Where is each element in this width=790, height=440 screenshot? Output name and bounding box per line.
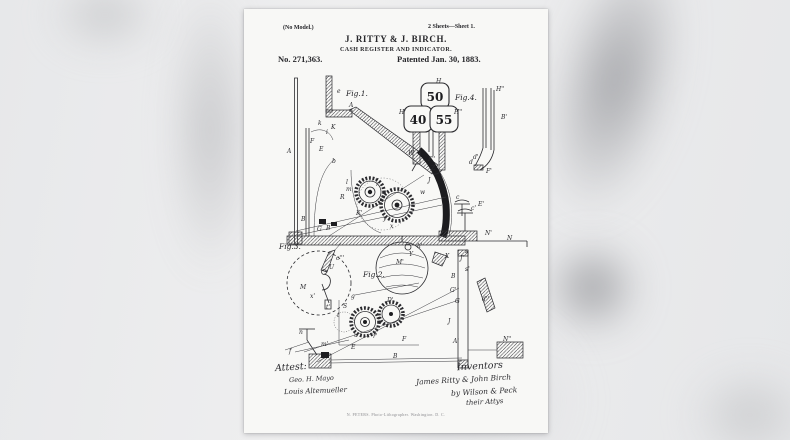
figure-4-drawing bbox=[474, 88, 494, 170]
figure-label-Fig.3.: Fig.3. bbox=[278, 242, 301, 251]
part-label-H'': H'' bbox=[495, 86, 505, 93]
tablet-value-40: 40 bbox=[410, 113, 427, 127]
background-shadow-blob bbox=[50, 0, 160, 50]
part-label-Y: Y bbox=[409, 251, 414, 258]
part-label-b: b bbox=[332, 158, 336, 165]
part-label-g: g bbox=[351, 293, 355, 300]
part-label-s': s' bbox=[465, 266, 470, 273]
part-label-G: G bbox=[317, 226, 322, 233]
part-label-Z: Z bbox=[430, 165, 436, 172]
part-label-h': h' bbox=[417, 243, 423, 250]
part-label-r: r bbox=[376, 181, 380, 188]
no-model-note: (No Model.) bbox=[283, 25, 314, 31]
part-label-J: J bbox=[426, 177, 431, 184]
part-label-i: i bbox=[326, 129, 328, 136]
part-label-E: E bbox=[318, 146, 324, 153]
part-label-d: d bbox=[469, 159, 473, 166]
printer-credit-line: N. PETERS. Photo-Lithographer. Washingto… bbox=[346, 412, 446, 417]
part-label-E: E bbox=[350, 344, 356, 351]
background-shadow-blob bbox=[522, 0, 708, 231]
figure-label-Fig.1.: Fig.1. bbox=[345, 89, 368, 98]
patent-number: No. 271,363. bbox=[278, 54, 323, 64]
part-label-A: A bbox=[348, 102, 354, 109]
attest-label: Attest: bbox=[274, 360, 308, 375]
part-label-c': c' bbox=[471, 205, 476, 212]
inventors-title: J. RITTY & J. BIRCH. bbox=[345, 34, 447, 44]
tablet-value-55: 55 bbox=[436, 113, 453, 127]
part-label-F': F' bbox=[485, 168, 492, 175]
part-label-N'': N'' bbox=[502, 336, 512, 343]
sheet-info: 2 Sheets—Sheet 1. bbox=[428, 24, 475, 30]
part-label-B': B' bbox=[500, 114, 507, 121]
part-label-G': G' bbox=[450, 287, 457, 294]
figure-label-Fig.4.: Fig.4. bbox=[454, 93, 477, 102]
part-label-F: F bbox=[401, 336, 407, 343]
part-label-s: s bbox=[465, 248, 468, 255]
tablet-value-50: 50 bbox=[427, 90, 444, 104]
part-label-A: A bbox=[286, 148, 292, 155]
part-label-F'': F'' bbox=[427, 156, 436, 163]
part-label-J': J' bbox=[458, 255, 464, 262]
part-label-k: k bbox=[318, 120, 322, 127]
part-label-H'': H'' bbox=[453, 109, 463, 116]
part-label-H: H bbox=[435, 78, 442, 85]
part-label-X: X bbox=[444, 253, 450, 260]
part-label-S: S bbox=[343, 303, 347, 310]
part-label-M': M' bbox=[395, 259, 404, 266]
part-label-l: l bbox=[346, 179, 348, 186]
part-label-J: J bbox=[446, 318, 451, 325]
part-label-t': t' bbox=[326, 304, 330, 311]
part-label-K: K bbox=[330, 124, 336, 131]
part-label-e: e bbox=[337, 88, 341, 95]
indicator-tablets: 50 40 55 bbox=[404, 83, 458, 174]
patent-drawing: 50 40 55 bbox=[278, 9, 548, 433]
part-label-M: M bbox=[299, 284, 307, 291]
part-label-B: B bbox=[325, 225, 331, 232]
figure-3-drawing bbox=[287, 243, 351, 315]
part-label-R: R bbox=[339, 194, 345, 201]
part-label-y: y bbox=[382, 215, 387, 222]
part-label-d': d' bbox=[473, 154, 479, 161]
part-label-x: x bbox=[390, 223, 394, 230]
part-label-U: U bbox=[329, 264, 335, 271]
part-label-G: G bbox=[455, 298, 460, 305]
part-label-H': H' bbox=[398, 109, 406, 116]
part-label-m': m' bbox=[321, 341, 329, 348]
part-label-c''': c''' bbox=[336, 255, 345, 262]
background-shadow-blob bbox=[690, 370, 790, 440]
patent-page: (No Model.) 2 Sheets—Sheet 1. J. RITTY &… bbox=[244, 9, 548, 433]
part-label-B: B bbox=[300, 216, 306, 223]
part-label-W: W bbox=[408, 150, 415, 157]
part-label-E': E' bbox=[477, 201, 484, 208]
part-label-N: N bbox=[506, 235, 513, 242]
part-label-r': r' bbox=[373, 333, 378, 340]
part-label-x': x' bbox=[310, 293, 315, 300]
part-label-F: F bbox=[309, 138, 315, 145]
part-label-d'': d'' bbox=[482, 296, 489, 303]
part-label-w: w bbox=[420, 189, 426, 196]
patent-date: Patented Jan. 30, 1883. bbox=[397, 54, 481, 64]
part-label-t: t bbox=[337, 312, 340, 319]
part-label-K': K' bbox=[355, 210, 362, 217]
part-label-A': A' bbox=[452, 338, 459, 345]
background-shadow-blob bbox=[170, 0, 250, 280]
part-label-B: B bbox=[392, 353, 398, 360]
part-label-N': N' bbox=[484, 230, 492, 237]
invention-title: CASH REGISTER AND INDICATOR. bbox=[340, 47, 452, 53]
figure-labels: Fig.1. Fig.4. Fig.3. Fig.2. bbox=[278, 89, 477, 279]
background-shadow-blob bbox=[545, 240, 640, 335]
part-label-n: n bbox=[299, 329, 303, 336]
figure-label-Fig.2.: Fig.2. bbox=[362, 270, 385, 279]
part-label-u: u bbox=[354, 332, 358, 339]
part-label-m: m bbox=[346, 186, 352, 193]
part-label-f: f bbox=[288, 348, 293, 355]
part-label-B: B bbox=[450, 273, 456, 280]
part-label-c: c bbox=[456, 194, 460, 201]
figure-2-drawing bbox=[285, 236, 523, 368]
part-label-D': D' bbox=[386, 297, 394, 304]
